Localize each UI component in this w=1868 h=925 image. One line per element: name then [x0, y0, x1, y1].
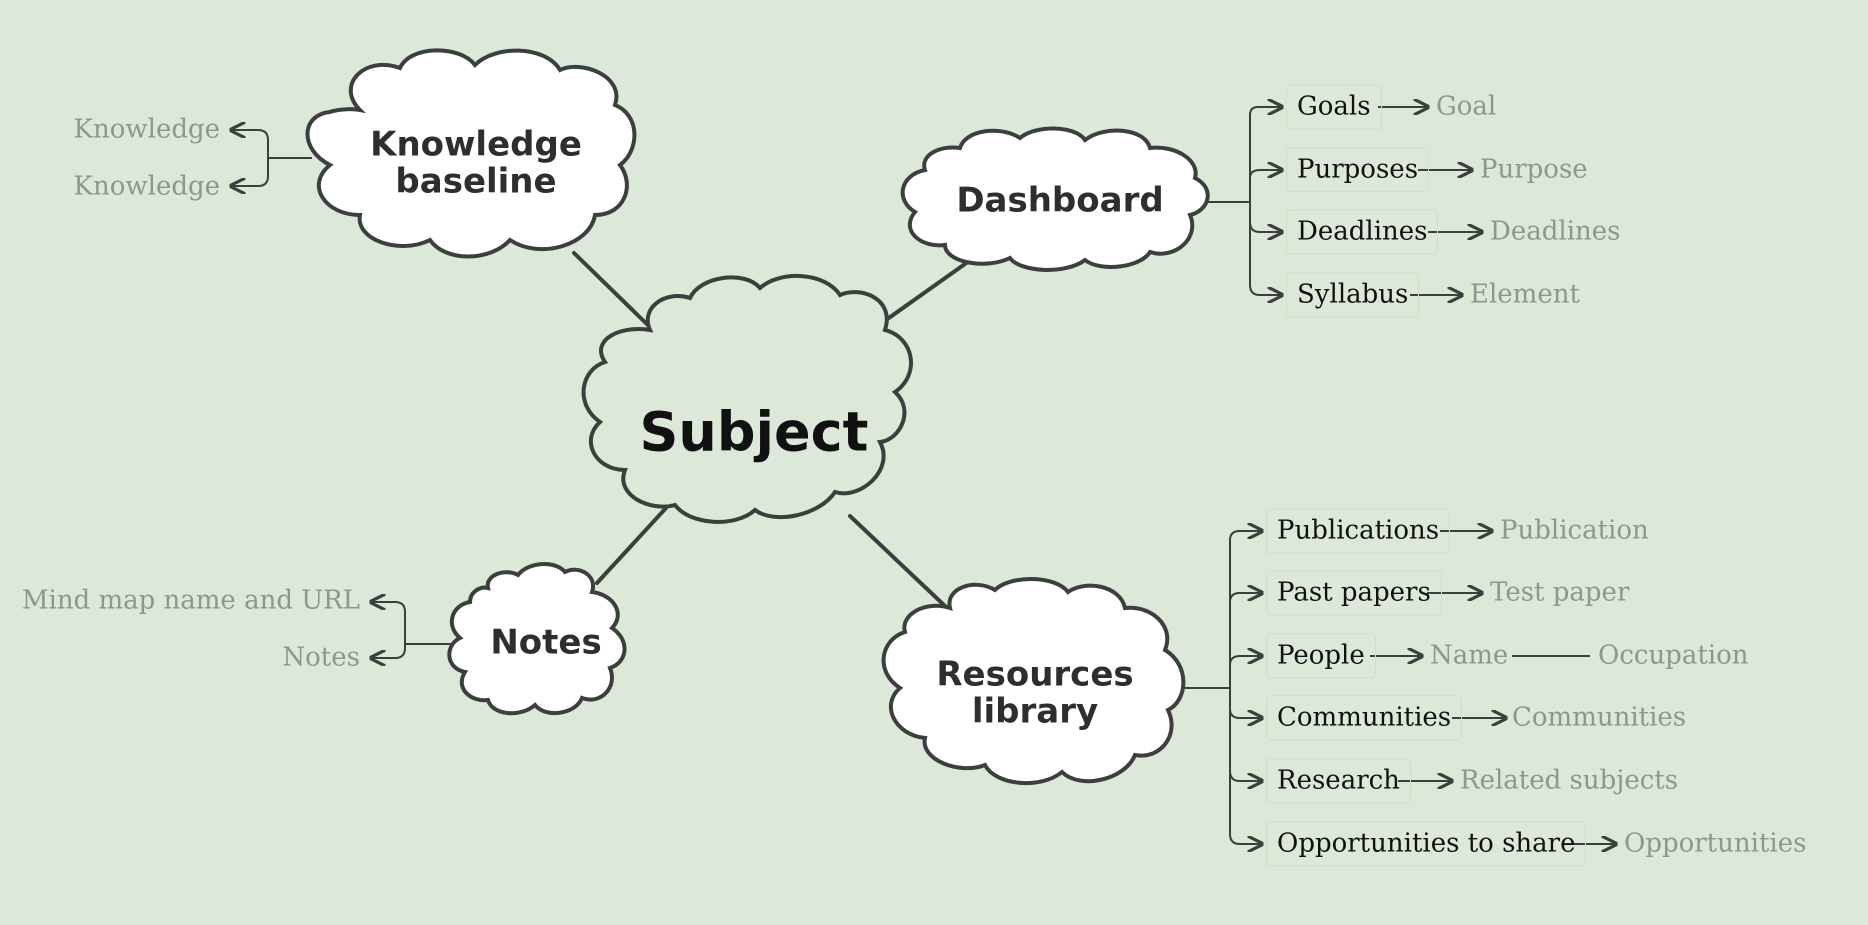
branch-resources-people [1229, 656, 1262, 666]
notes-leaf-notes[interactable]: Notes [282, 642, 360, 673]
cloud-knowledge-baseline[interactable] [305, 48, 637, 259]
topic-deadlines[interactable]: Deadlines [1286, 209, 1439, 255]
connector-notes [595, 506, 668, 585]
branch-resources-publications [1229, 531, 1262, 541]
leaf-goal[interactable]: Goal [1436, 91, 1497, 122]
connector-knowledge-baseline [572, 251, 657, 334]
branch-knowledge-baseline-2 [232, 158, 269, 187]
leaf-purpose[interactable]: Purpose [1480, 154, 1588, 185]
branch-resources-opportunities [1229, 540, 1262, 844]
topic-purposes[interactable]: Purposes [1286, 147, 1430, 193]
leaf-opportunities[interactable]: Opportunities [1624, 828, 1807, 859]
connector-resources-library [848, 514, 947, 608]
dashboard-label: Dashboard [956, 180, 1164, 221]
leaf-related-subjects[interactable]: Related subjects [1460, 765, 1679, 796]
knowledge-leaf-1[interactable]: Knowledge [73, 114, 220, 145]
topic-goals[interactable]: Goals [1286, 84, 1382, 130]
knowledge-baseline-title: Knowledge baseline [370, 124, 582, 202]
branch-notes-1 [372, 601, 452, 645]
leaf-communities[interactable]: Communities [1512, 702, 1687, 733]
branch-dashboard-syllabus [1249, 115, 1282, 295]
topic-publications[interactable]: Publications [1266, 508, 1451, 554]
cloud-notes[interactable] [447, 562, 627, 716]
knowledge-leaf-2[interactable]: Knowledge [73, 171, 220, 202]
cloud-subject[interactable] [581, 274, 913, 524]
cloud-resources-library[interactable] [881, 577, 1186, 786]
cloud-dashboard[interactable] [900, 126, 1210, 272]
notes-label: Notes [490, 622, 602, 663]
topic-syllabus[interactable]: Syllabus [1286, 272, 1420, 318]
topic-research[interactable]: Research [1266, 758, 1411, 804]
leaf-test-paper[interactable]: Test paper [1490, 577, 1630, 608]
leaf-occupation[interactable]: Occupation [1598, 640, 1749, 671]
branch-knowledge-baseline [232, 129, 312, 159]
knowledge-baseline-label-line2: baseline [395, 162, 557, 202]
subject-label: Subject [639, 400, 869, 464]
branch-dashboard-deadlines [1249, 221, 1282, 232]
knowledge-baseline-label-line1: Knowledge [370, 124, 582, 165]
leaf-element[interactable]: Element [1470, 279, 1580, 310]
leaf-deadlines[interactable]: Deadlines [1490, 216, 1621, 247]
notes-title: Notes [490, 622, 602, 663]
resources-library-title: Resources library [936, 654, 1134, 732]
branch-resources-research [1229, 770, 1262, 781]
topic-opportunities-to-share[interactable]: Opportunities to share [1266, 821, 1587, 867]
resources-library-label-line2: library [971, 692, 1099, 732]
notes-leaf-mindmap[interactable]: Mind map name and URL [21, 585, 360, 616]
topic-past-papers[interactable]: Past papers [1266, 570, 1442, 616]
branch-resources-pastpapers [1229, 593, 1262, 603]
topic-communities[interactable]: Communities [1266, 695, 1463, 741]
branch-notes-2 [372, 644, 406, 659]
subject-title: Subject [639, 400, 869, 464]
leaf-name[interactable]: Name [1430, 640, 1509, 671]
branch-dashboard-goals [1249, 107, 1282, 116]
branch-dashboard-purposes [1249, 170, 1282, 179]
leaf-publication[interactable]: Publication [1500, 515, 1649, 546]
dashboard-title: Dashboard [956, 180, 1164, 221]
branch-resources-communities [1229, 708, 1262, 718]
resources-library-label-line1: Resources [936, 654, 1134, 695]
topic-people[interactable]: People [1266, 633, 1376, 679]
